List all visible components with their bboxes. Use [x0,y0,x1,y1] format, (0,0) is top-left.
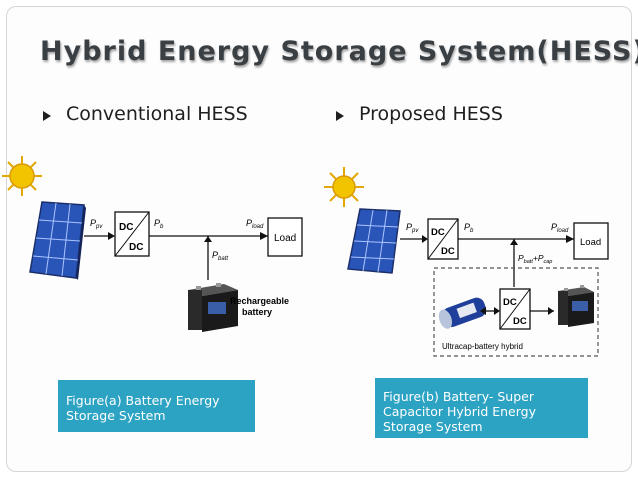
p-hybrid-label: Pbatt+Pcap [518,253,552,265]
bullet-proposed: Proposed HESS [335,103,503,125]
solar-panel-icon [347,208,401,274]
p-b-label: Pb [464,222,474,234]
converter2-top-label: DC [503,297,517,308]
hybrid-label: Ultracap-battery hybrid [442,342,523,351]
load-label: Load [274,233,296,244]
load-box [573,222,609,260]
figure-b-diagram: DC DC Load Ppv Pb Pload Pbatt+Pcap DC DC… [324,167,609,357]
figure-a-caption: Figure(a) Battery Energy Storage System [58,380,255,432]
bullet-arrow-icon [42,110,52,121]
converter1-bottom-label: DC [441,246,455,257]
p-pv-label: Ppv [406,222,419,234]
solar-panel-icon [29,201,86,280]
battery-label-2: battery [242,307,272,317]
figure-a-diagram: DC DC Load Ppv Pb Pload Pbatt Rechargeab… [2,156,303,332]
bullet-conventional-label: Conventional HESS [66,103,248,125]
converter-top-label: DC [119,222,133,233]
converter1-top-label: DC [431,227,445,238]
battery-icon [558,285,594,327]
p-load-label: Pload [246,218,264,230]
sun-icon [324,167,364,207]
p-load-label: Pload [551,222,569,234]
load-box [267,217,303,257]
bullet-conventional: Conventional HESS [42,103,248,125]
load-label: Load [580,237,601,248]
bullet-arrow-icon [335,110,345,121]
converter-bottom-label: DC [129,242,143,253]
p-batt-label: Pbatt [212,250,228,262]
ultracapacitor-icon [438,297,487,329]
bullet-proposed-label: Proposed HESS [359,103,503,125]
battery-icon [188,283,238,332]
sun-icon [2,156,42,196]
figure-b-caption: Figure(b) Battery- Super Capacitor Hybri… [375,378,588,438]
p-b-label: Pb [154,218,164,230]
slide-title: Hybrid Energy Storage System(HESS) [40,36,638,67]
battery-label-1: Rechargeable [230,296,289,306]
p-pv-label: Ppv [90,218,103,230]
converter2-bottom-label: DC [513,316,527,327]
